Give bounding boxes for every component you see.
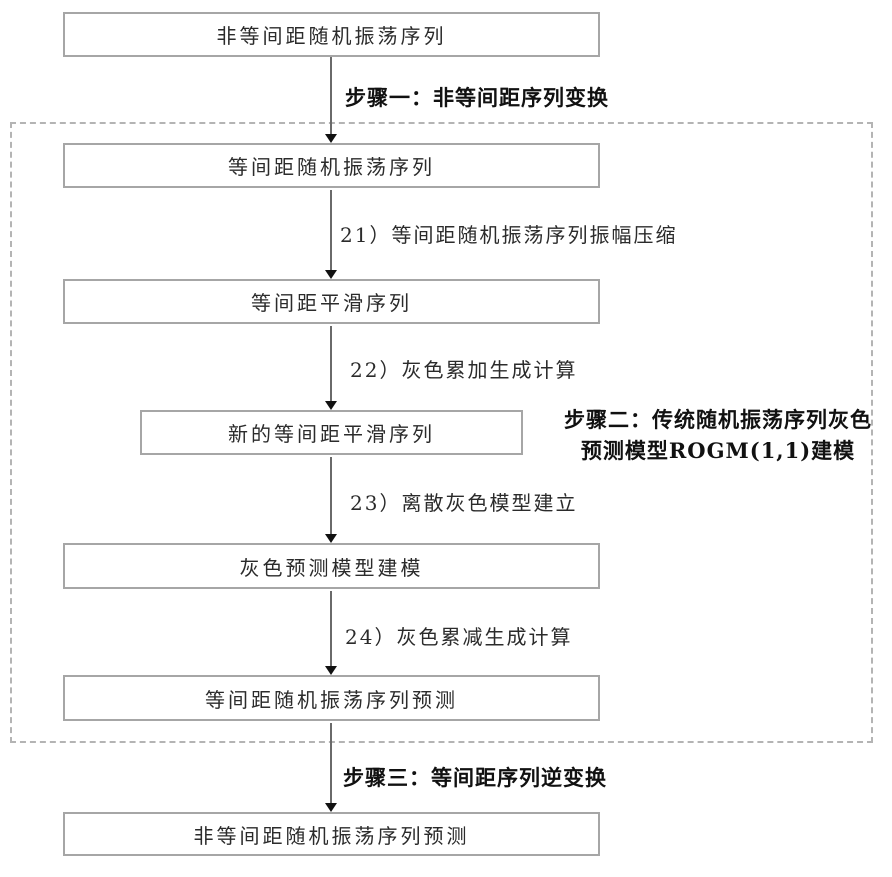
box-equidistant-oscillation-sequence: 等间距随机振荡序列 <box>63 143 600 188</box>
arrow-line-6 <box>330 723 332 804</box>
arrowhead-down-icon <box>325 270 337 279</box>
arrowhead-down-icon <box>325 534 337 543</box>
step2-label-line2: 预测模型ROGM(1,1)建模 <box>580 438 856 463</box>
box-equidistant-smooth-sequence: 等间距平滑序列 <box>63 279 600 324</box>
box-new-equidistant-smooth-sequence: 新的等间距平滑序列 <box>140 410 523 455</box>
box-nonequidistant-oscillation-sequence-prediction: 非等间距随机振荡序列预测 <box>63 812 600 856</box>
process-label-amplitude-compression: 21）等间距随机振荡序列振幅压缩 <box>340 223 678 247</box>
arrow-line-3 <box>330 326 332 402</box>
arrow-line-4 <box>330 457 332 535</box>
process-label-discrete-grey-model-establishment: 23）离散灰色模型建立 <box>350 491 578 515</box>
arrow-line-5 <box>330 591 332 667</box>
step1-label: 步骤一：非等间距序列变换 <box>345 85 609 110</box>
step3-label: 步骤三：等间距序列逆变换 <box>343 765 607 790</box>
arrowhead-down-icon <box>325 803 337 812</box>
step2-label-line1: 步骤二：传统随机振荡序列灰色 <box>564 407 872 432</box>
arrow-line-2 <box>330 190 332 271</box>
arrowhead-down-icon <box>325 134 337 143</box>
arrowhead-down-icon <box>325 401 337 410</box>
step2-label: 步骤二：传统随机振荡序列灰色 预测模型ROGM(1,1)建模 <box>548 404 888 466</box>
box-equidistant-oscillation-sequence-prediction: 等间距随机振荡序列预测 <box>63 675 600 721</box>
arrowhead-down-icon <box>325 666 337 675</box>
box-grey-prediction-model-modeling: 灰色预测模型建模 <box>63 543 600 589</box>
dashed-boundary-grey-modeling-region <box>10 122 873 743</box>
process-label-grey-accumulation-generation: 22）灰色累加生成计算 <box>350 358 578 382</box>
arrow-line-1 <box>330 57 332 135</box>
process-label-grey-subtraction-generation: 24）灰色累减生成计算 <box>345 625 573 649</box>
box-nonequidistant-oscillation-sequence: 非等间距随机振荡序列 <box>63 12 600 57</box>
